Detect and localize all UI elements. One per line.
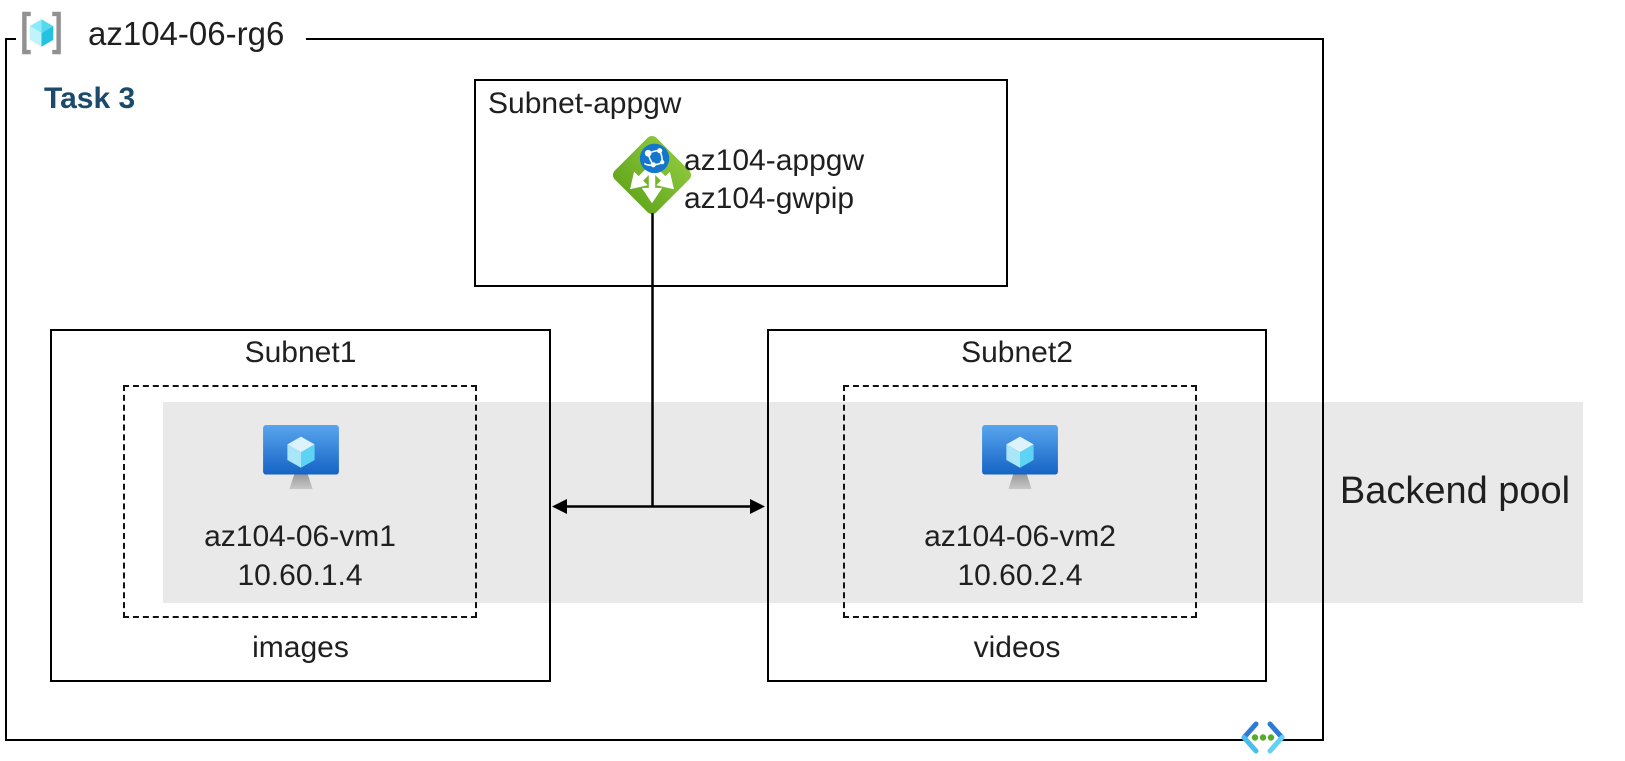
appgw-subnet-box [474, 79, 1008, 287]
appgw-names: az104-appgw az104-gwpip [684, 142, 864, 218]
subnet2-backend-dashed-box [843, 385, 1197, 618]
vm1-name: az104-06-vm1 [204, 520, 396, 553]
resource-group-box [5, 38, 1324, 741]
virtual-network-icon [1241, 721, 1285, 754]
subnet1-box [50, 329, 551, 682]
subnet1-backend-dashed-box [123, 385, 477, 618]
resource-group-name: az104-06-rg6 [88, 15, 285, 52]
virtual-machine-icon [982, 424, 1058, 490]
subnet2-box [767, 329, 1267, 682]
backend-pool-band [163, 402, 1583, 603]
vm2-ip: 10.60.2.4 [957, 559, 1083, 592]
subnet2-caption: videos [973, 631, 1061, 664]
subnet2-label: Subnet2 [961, 336, 1073, 369]
appgw-subnet-label: Subnet-appgw [488, 87, 682, 120]
vm2-text: az104-06-vm2 10.60.2.4 [843, 517, 1197, 595]
resource-group-icon [22, 11, 61, 55]
vm2-name: az104-06-vm2 [924, 520, 1116, 553]
virtual-machine-icon [263, 424, 339, 490]
subnet1-caption: images [252, 631, 349, 664]
subnet1-label: Subnet1 [244, 336, 357, 369]
task-heading: Task 3 [44, 82, 136, 115]
appgw-gateway-name: az104-appgw [684, 144, 865, 177]
vm1-ip: 10.60.1.4 [237, 559, 363, 592]
application-gateway-icon [612, 135, 692, 215]
vm1-text: az104-06-vm1 10.60.1.4 [123, 517, 477, 595]
appgw-public-ip-name: az104-gwpip [684, 182, 855, 215]
backend-pool-label: Backend pool [1339, 469, 1571, 512]
resource-group-border-gap [16, 34, 306, 44]
